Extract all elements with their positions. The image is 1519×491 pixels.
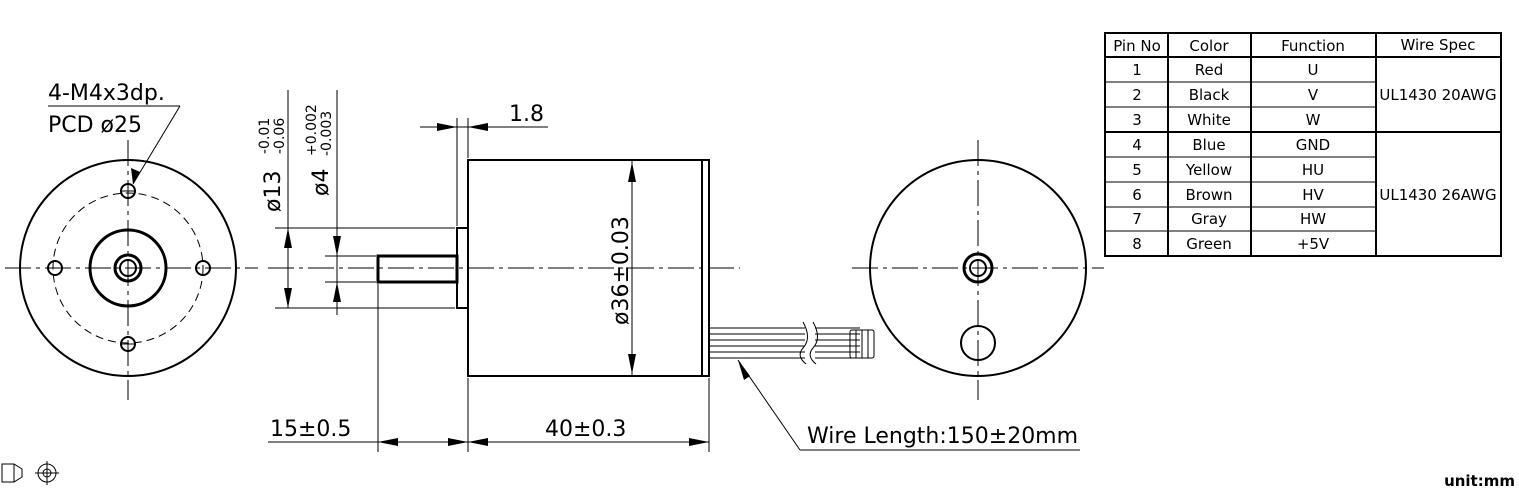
arrowhead [628,162,636,182]
arrowhead [284,228,292,248]
wire-spec-group-2: UL1430 26AWG [1379,186,1496,204]
table-row: 7 Gray HW [1132,210,1326,228]
pin-number: 4 [1132,136,1142,154]
pin-table-header-wire-spec: Wire Spec [1400,36,1475,54]
rear-view [852,140,1104,400]
dim-shaft-dia-group: ø4 +0.002 -0.003 [304,104,335,196]
arrowhead [689,438,709,446]
dim-flange-thickness: 1.8 [509,102,544,127]
pin-number: 1 [1132,61,1142,79]
table-row: 1 Red U [1132,61,1318,79]
arrowhead [333,282,341,302]
dim-shaft-tol-upper: +0.002 [304,104,320,156]
pin-function: W [1306,111,1321,129]
table-row: 4 Blue GND [1132,136,1330,154]
pin-table: Pin No Color Function Wire Spec 1 Red U … [1104,32,1502,257]
pin-function: V [1308,86,1319,104]
arrowhead [738,360,750,380]
pin-number: 2 [1132,86,1142,104]
third-angle-projection-icon [1,461,59,485]
wire-length-label: Wire Length:150±20mm [807,424,1078,449]
pin-color: White [1187,111,1231,129]
arrowhead [437,123,457,131]
hole-callout-arrowhead [131,168,140,184]
pin-number: 5 [1132,161,1142,179]
front-view: 4-M4x3dp. PCD ø25 [5,81,258,400]
table-row: 3 White W [1132,111,1320,129]
table-row: 5 Yellow HU [1132,161,1324,179]
dim-shaft-dia-main: ø4 [309,169,334,196]
arrowhead [448,438,468,446]
pin-function: HW [1300,210,1326,228]
pin-table-border [1104,32,1502,257]
arrowhead [333,236,341,256]
pin-function: HU [1302,161,1324,179]
side-view: 1.8 ø13 -0.01 -0.06 ø4 +0.002 -0.003 ø36… [257,90,1080,452]
pin-color: Blue [1192,136,1225,154]
hole-callout-line2: PCD ø25 [48,113,142,138]
dim-flange-dia-group: ø13 -0.01 -0.06 [257,118,288,212]
arrowhead [378,438,398,446]
arrowhead [284,288,292,308]
hole-callout-line1: 4-M4x3dp. [48,81,165,106]
pin-color: Yellow [1185,161,1232,179]
dim-flange-tol-lower: -0.06 [272,118,288,154]
dim-flange-dia-main: ø13 [261,171,286,212]
pin-function: HV [1302,186,1324,204]
pin-number: 6 [1132,186,1142,204]
pin-number: 3 [1132,111,1142,129]
dim-shaft-tol-lower: -0.003 [319,111,335,156]
pin-table-header-color: Color [1189,37,1229,55]
pin-color: Red [1195,61,1224,79]
dim-body-dia: ø36±0.03 [609,216,634,325]
arrowhead [628,354,636,374]
pin-table-header-function: Function [1281,37,1345,55]
wire-spec-group-1: UL1430 20AWG [1379,86,1496,104]
dim-body-length: 40±0.3 [545,417,626,442]
dim-shaft-length: 15±0.5 [270,417,351,442]
pin-function: GND [1296,136,1330,154]
arrowhead [468,123,488,131]
pin-color: Green [1186,235,1231,253]
dim-flange-tol-upper: -0.01 [257,118,273,154]
pin-number: 7 [1132,210,1142,228]
motor-shaft [376,254,459,284]
table-row: 6 Brown HV [1132,186,1324,204]
unit-label: unit:mm [1444,472,1515,490]
pin-function: +5V [1297,235,1330,253]
table-row: 2 Black V [1132,86,1319,104]
pin-color: Black [1189,86,1230,104]
pin-number: 8 [1132,235,1142,253]
table-row: 8 Green +5V [1132,235,1330,253]
hole-callout-leader [132,105,181,185]
wire-bundle [709,321,875,365]
pin-color: Brown [1185,186,1232,204]
pin-color: Gray [1191,210,1227,228]
pin-table-header-pin: Pin No [1113,37,1161,55]
arrowhead [468,438,488,446]
pin-function: U [1308,61,1319,79]
